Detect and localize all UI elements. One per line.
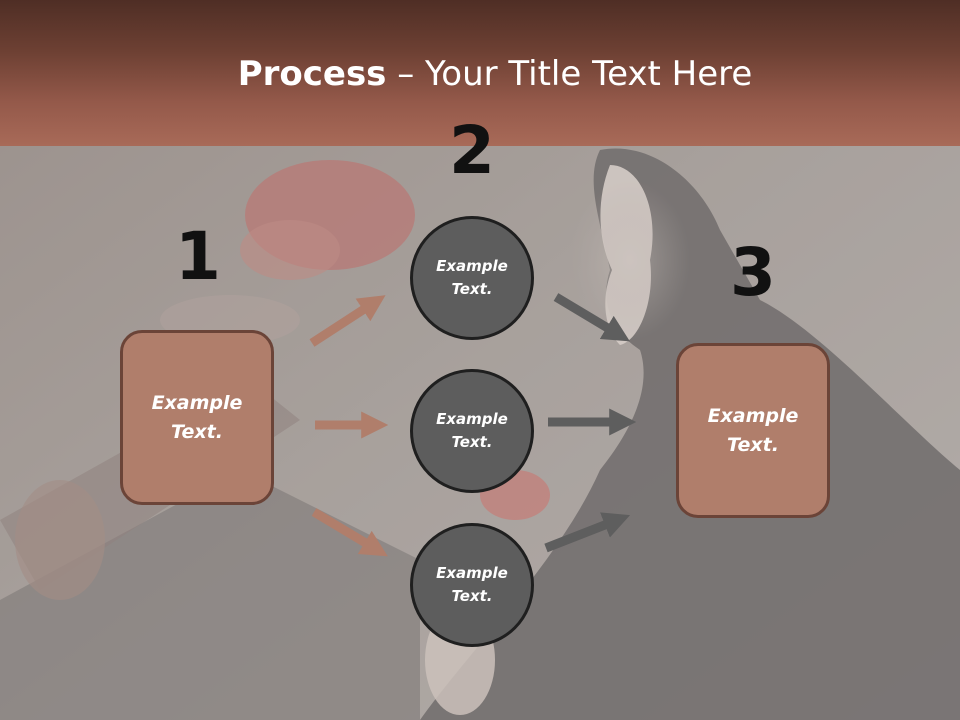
step-number-2: 2 — [449, 112, 495, 189]
left-step-box: Example Text. — [120, 330, 274, 505]
circle-middle: Example Text. — [410, 369, 534, 493]
circle-top-line2: Text. — [451, 280, 493, 298]
title-rest: – Your Title Text Here — [386, 54, 753, 94]
step-number-1: 1 — [175, 218, 221, 295]
circle-bottom: Example Text. — [410, 523, 534, 647]
right-box-line2: Text. — [727, 433, 779, 456]
circle-top-line1: Example — [436, 257, 508, 275]
slide-title: Process – Your Title Text Here — [0, 52, 960, 96]
title-bold: Process — [237, 54, 387, 94]
left-box-line1: Example — [151, 391, 243, 414]
circle-bottom-line2: Text. — [451, 587, 493, 605]
circle-middle-line2: Text. — [451, 433, 493, 451]
left-box-line2: Text. — [171, 420, 223, 443]
right-step-box: Example Text. — [676, 343, 830, 518]
right-box-line1: Example — [707, 404, 799, 427]
title-bar — [0, 0, 960, 146]
circle-top: Example Text. — [410, 216, 534, 340]
circle-bottom-line1: Example — [436, 564, 508, 582]
circle-middle-line1: Example — [436, 410, 508, 428]
step-number-3: 3 — [730, 234, 776, 311]
